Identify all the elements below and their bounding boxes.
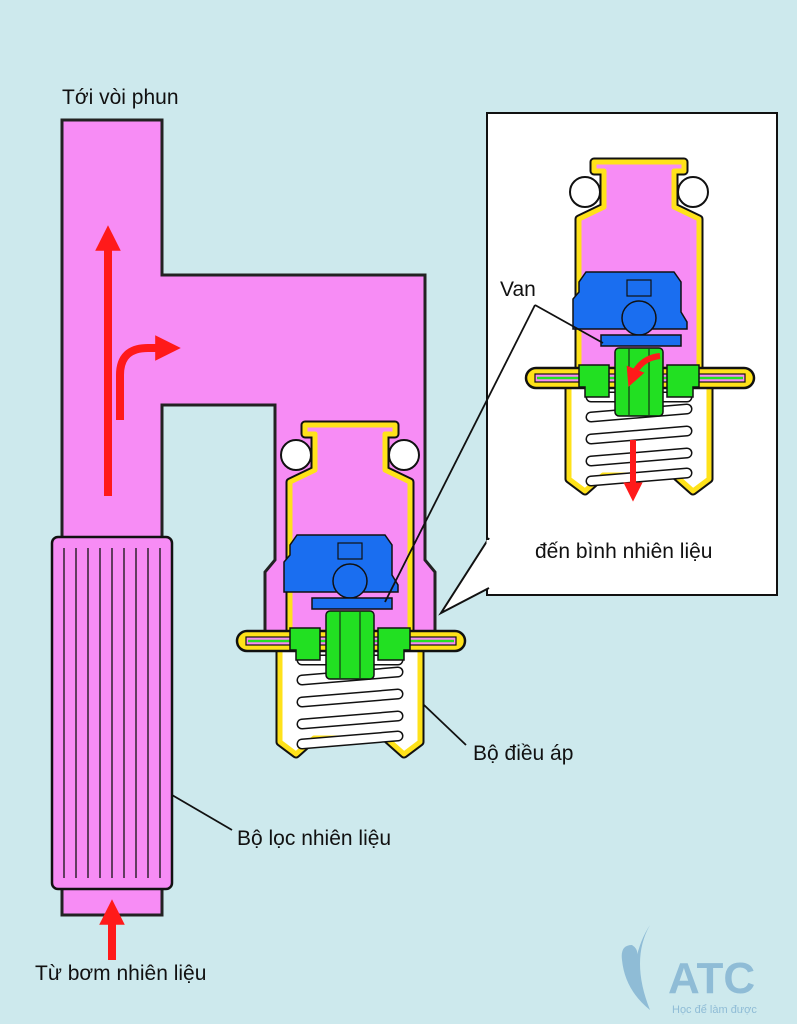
flame-logo-icon — [621, 925, 650, 1010]
atc-logo: ATC Học để làm được — [621, 925, 757, 1016]
svg-text:ATC: ATC — [668, 954, 755, 1003]
label-valve: Van — [500, 278, 536, 301]
flow-arrow-icon — [626, 353, 661, 387]
label-to-tank: đến bình nhiên liệu — [535, 540, 713, 563]
valve-detail-callout — [438, 112, 778, 616]
label-from-pump: Từ bơm nhiên liệu — [35, 962, 206, 985]
arrow-branch-icon — [116, 335, 181, 420]
svg-text:Học để làm được: Học để làm được — [672, 1004, 757, 1016]
label-regulator: Bộ điều áp — [473, 742, 573, 765]
label-filter: Bộ lọc nhiên liệu — [237, 827, 391, 850]
label-to-injector: Tới vòi phun — [62, 86, 179, 109]
fuel-filter — [50, 535, 174, 891]
